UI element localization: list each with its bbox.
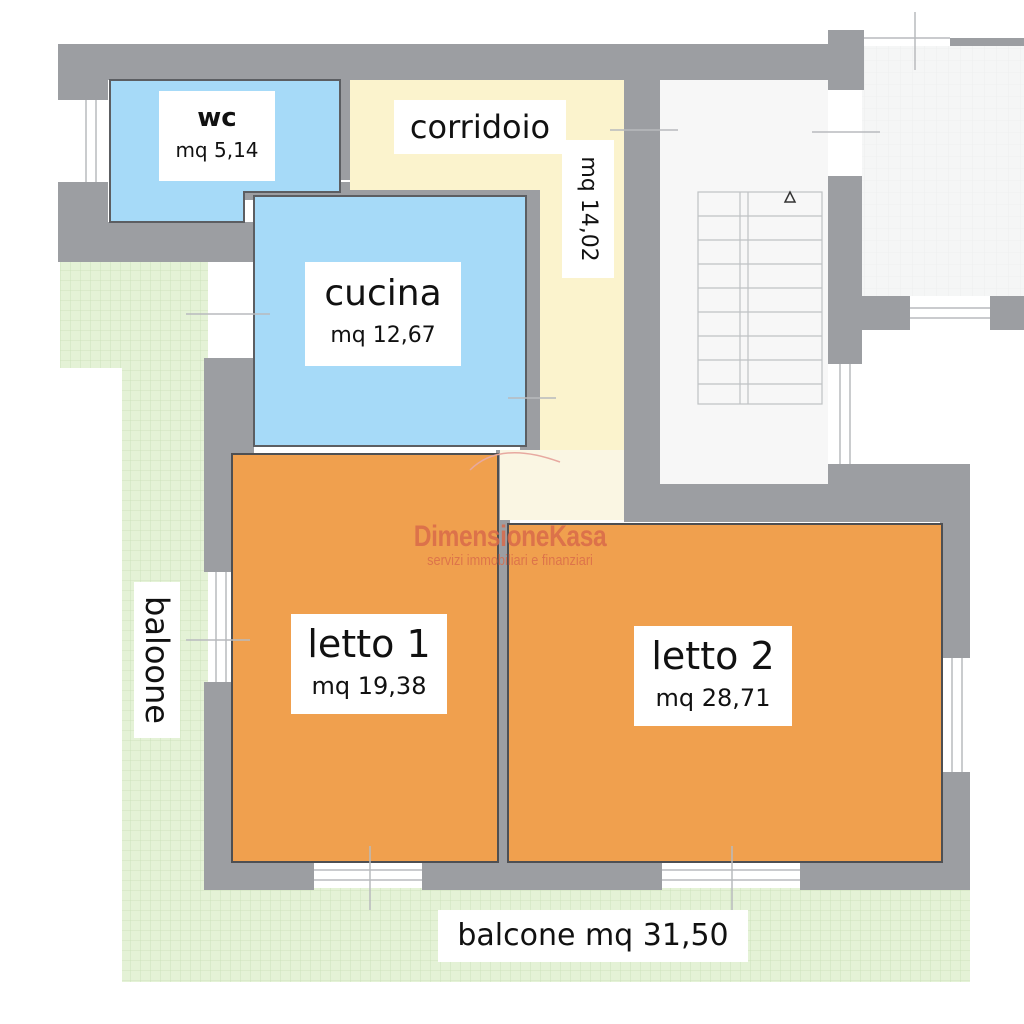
letto1-area: mq 19,38 (311, 671, 427, 700)
side-balcony-label: baloone (134, 582, 180, 738)
corridoio-floor (350, 80, 624, 514)
balcony-side (60, 258, 208, 368)
letto1-label: letto 1 mq 19,38 (291, 614, 447, 714)
watermark-brand: DimensioneKasa (413, 520, 607, 553)
watermark-tagline: servizi immobiliari e finanziari (427, 552, 593, 569)
stair-arrow-icon (783, 190, 797, 203)
door-swing-icon (469, 451, 561, 471)
wc-name: wc (197, 103, 237, 133)
letto2-name: letto 2 (651, 634, 775, 678)
letto2-area: mq 28,71 (655, 683, 771, 712)
letto1-name: letto 1 (307, 622, 431, 666)
watermark-logo: DimensioneKasa servizi immobiliari e fin… (380, 520, 640, 569)
corridoio-area-label: mq 14,02 (562, 140, 614, 278)
letto2-label: letto 2 mq 28,71 (634, 626, 792, 726)
cucina-area: mq 12,67 (330, 323, 436, 349)
side-balcony-text: baloone (138, 596, 177, 724)
wc-label: wc mq 5,14 (159, 91, 275, 181)
corridoio-area: mq 14,02 (576, 156, 602, 262)
bottom-balcony-label: balcone mq 31,50 (438, 910, 748, 962)
stair-steps (697, 191, 823, 405)
walls (58, 30, 1024, 890)
landing-right (862, 46, 1024, 296)
window-lines (85, 12, 990, 910)
cucina-name: cucina (324, 273, 442, 314)
cucina-label: cucina mq 12,67 (305, 262, 461, 366)
stairwell (660, 80, 828, 484)
corridoio-name: corridoio (394, 100, 566, 154)
wc-area: mq 5,14 (175, 138, 259, 163)
door-zone (500, 450, 624, 520)
